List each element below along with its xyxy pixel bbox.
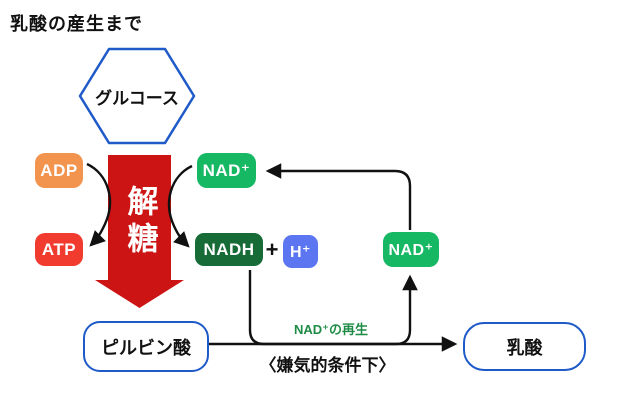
lactate-node: 乳酸 — [463, 322, 586, 371]
glycolysis-label: 解糖 — [122, 185, 158, 259]
page-title: 乳酸の産生まで — [10, 14, 143, 34]
nad-plus-badge-right: NAD⁺ — [383, 232, 439, 267]
nad-plus-badge-left: NAD⁺ — [197, 153, 256, 188]
glucose-label: グルコース — [95, 89, 179, 108]
nad-to-nadh-arrow — [167, 164, 193, 248]
nad-return-arrow — [265, 163, 412, 230]
glycolysis-fat-arrow — [95, 155, 184, 308]
anaerobic-condition-annotation: 〈嫌気的条件下〉 — [259, 356, 396, 375]
h-plus-badge: H⁺ — [283, 235, 318, 268]
nadh-badge: NADH — [195, 233, 263, 266]
pyruvate-node: ピルビン酸 — [83, 321, 209, 372]
adp-badge: ADP — [35, 153, 83, 188]
glucose-hexagon — [78, 47, 196, 145]
adp-to-atp-arrow — [86, 162, 112, 247]
plus-sign: + — [265, 237, 279, 262]
atp-badge: ATP — [35, 233, 83, 266]
nad-regeneration-annotation: NAD⁺の再生 — [293, 322, 369, 337]
